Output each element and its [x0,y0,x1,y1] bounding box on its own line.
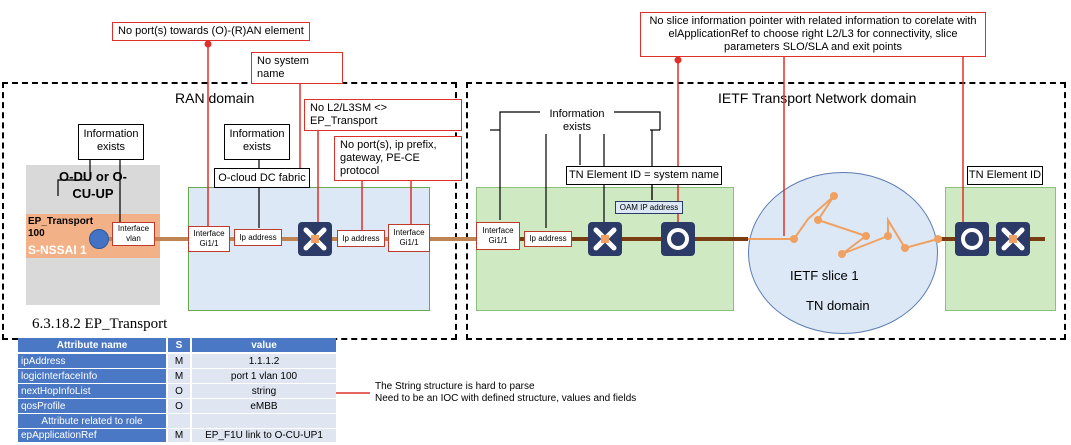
table-row-name: nextHopInfoList [18,384,166,398]
table-row-section: Attribute related to role [18,414,166,428]
router-icon [955,222,989,256]
section-title: 6.3.18.2 EP_Transport [32,316,168,333]
info-exists-box-1: Information exists [78,124,144,160]
red-dot-ports-ran [204,40,212,48]
tn-element-id: TN Element ID [967,166,1043,185]
red-line-slice-2 [737,49,785,236]
slice-name: IETF slice 1 [790,268,859,283]
tn-element-sysname: TN Element ID = system name [566,166,722,185]
table-row-name: logicInterfaceInfo [18,369,166,383]
slice-node-7 [901,244,909,252]
callout-string-structure: The String structure is hard to parse Ne… [375,381,637,404]
ietf-domain-label: IETF Transport Network domain [718,90,917,106]
odu-ep-label: EP_Transport 100 [28,216,94,239]
callout-no-ports-ip: No port(s), ip prefix, gateway, PE-CE pr… [334,136,462,181]
table-header-s: S [168,338,190,352]
table-row-name: ipAddress [18,354,166,368]
table-row-value: port 1 vlan 100 [192,369,336,383]
attribute-table: Attribute name S value ipAddress M 1.1.1… [18,338,336,442]
table-row-s: M [168,429,190,442]
port-interface-gi-3: Interface Gi1/1 [476,222,520,250]
ocloud-label: O-cloud DC fabric [214,168,310,188]
callout-no-ports-ran: No port(s) towards (O)-(R)AN element [112,22,310,41]
table-row-value: 1.1.1.2 [192,354,336,368]
table-row-s: M [168,369,190,383]
red-line-slice-3 [937,49,964,222]
slice-node-5 [838,250,846,258]
slice-node-3 [814,216,822,224]
table-row-s: O [168,384,190,398]
port-ip-address-1: Ip address [234,229,282,246]
port-interface-gi-2: Interface Gi1/1 [388,224,430,252]
red-dot-slice-1 [674,56,682,64]
callout-no-system-name: No system name [251,52,343,84]
slice-node-8 [934,235,942,243]
slice-path [748,195,939,255]
port-ip-address-2: Ip address [337,230,385,247]
callout-no-l2l3sm: No L2/L3SM <> EP_Transport [304,99,462,131]
switch-icon [298,222,332,256]
slice-node-2 [830,192,838,200]
table-header-name: Attribute name [18,338,166,352]
oam-ip-label: OAM IP address [615,201,683,214]
table-row-name: qosProfile [18,399,166,413]
router-icon [661,222,695,256]
odu-port-circle [89,229,109,249]
slice-node-4 [862,232,870,240]
table-row-value: string [192,384,336,398]
table-row-value [192,414,336,428]
callout-no-slice-info: No slice information pointer with relate… [640,12,986,57]
port-interface-gi-1: Interface Gi1/1 [188,226,230,252]
table-row-name: epApplicationRef [18,429,166,442]
ran-domain-label: RAN domain [175,90,255,106]
info1-connector [57,160,91,196]
info-exists-box-2: Information exists [224,124,290,160]
ietf-domain-box [466,82,1066,340]
table-row-s: M [168,354,190,368]
odu-snssai-label: S-NSSAI 1 [28,243,87,257]
slice-node-1 [790,235,798,243]
switch-icon [588,222,622,256]
table-row-s [168,414,190,428]
table-row-value: eMBB [192,399,336,413]
slice-domain: TN domain [806,298,870,313]
table-row-s: O [168,399,190,413]
port-interface-vlan: Interface vlan [112,222,155,246]
table-header-value: value [192,338,336,352]
port-ip-address-3: Ip address [524,231,572,247]
info-exists-label-3: Information exists [540,108,614,134]
slice-node-6 [884,232,892,240]
table-row-value: EP_F1U link to O-CU-UP1 [192,429,336,442]
switch-icon [996,222,1030,256]
